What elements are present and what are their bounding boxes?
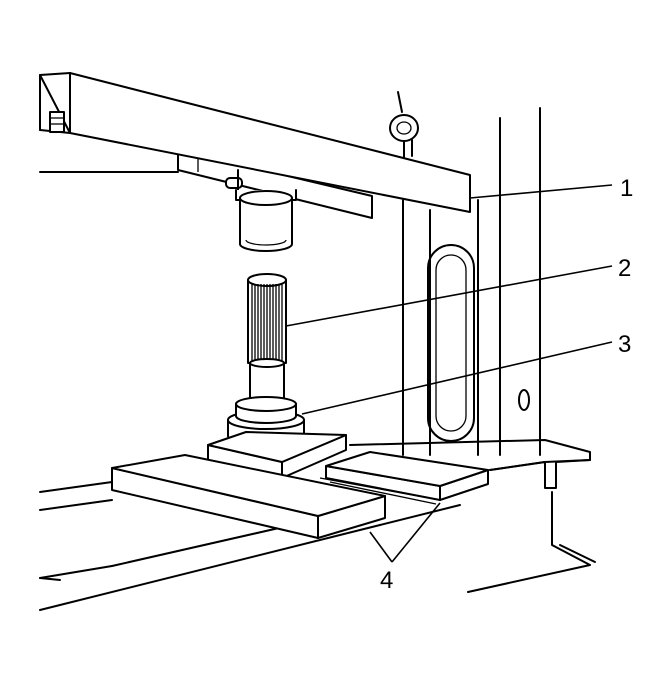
leader-lines [285,184,613,563]
leader-4b [391,502,441,563]
leader-3 [301,341,613,415]
side-bolt [49,111,65,133]
leader-2 [285,265,613,327]
bracket-pin [225,177,243,189]
splined-shaft [247,273,287,401]
callout-4: 4 [380,567,393,594]
press-frame [349,107,596,593]
frame-slot [427,244,475,442]
ram-beam [39,72,471,219]
leader-1 [469,184,613,199]
eye-bolt [389,91,419,159]
callout-1: 1 [620,175,633,202]
callout-3: 3 [618,331,631,358]
callout-2: 2 [618,255,631,282]
press-bed [39,481,461,611]
press-plates [111,451,489,539]
frame-hole [518,389,530,411]
leader-4a [369,531,393,563]
press-ram [239,190,293,252]
